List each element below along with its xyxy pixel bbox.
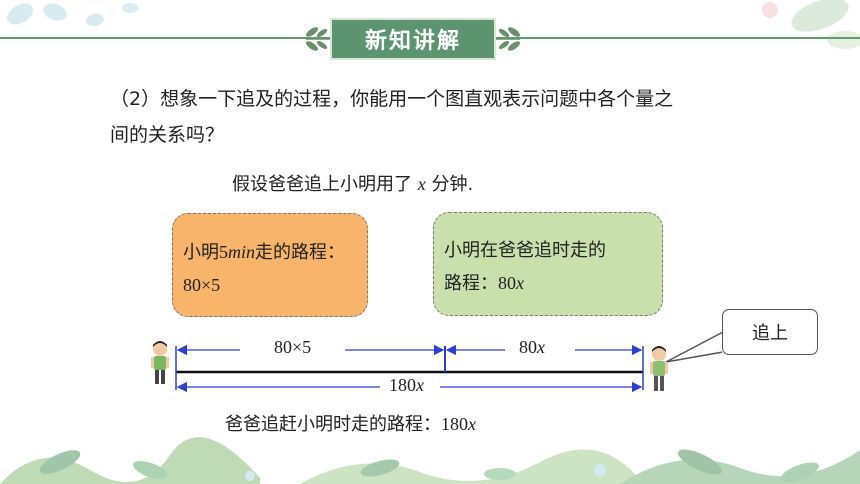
assumption-variable: x bbox=[417, 174, 426, 194]
question-line-2: 间的关系吗？ bbox=[110, 124, 225, 146]
box-left-line-1: 小明5min走的路程： bbox=[183, 242, 345, 263]
figure-baba-icon bbox=[650, 346, 668, 391]
father-distance-text: 爸爸追赶小明时走的路程：180x bbox=[225, 414, 476, 435]
title-banner: 新知讲解 bbox=[330, 18, 496, 60]
xiaoming-chase-distance-box: 小明在爸爸追时走的 路程：80x bbox=[433, 212, 663, 316]
catch-up-callout: 追上 bbox=[722, 309, 818, 355]
assumption-text: 假设爸爸追上小明用了 x 分钟. bbox=[232, 170, 473, 196]
box-right-line-1: 小明在爸爸追时走的 bbox=[444, 240, 606, 261]
leaf-ornament-icon bbox=[496, 27, 520, 51]
question-line-1: （2）想象一下追及的过程，你能用一个图直观表示问题中各个量之 bbox=[110, 88, 674, 110]
xiaoming-first-distance-box: 小明5min走的路程： 80×5 bbox=[172, 213, 368, 317]
page-title: 新知讲解 bbox=[364, 29, 461, 54]
segment-1-label: 80×5 bbox=[270, 337, 316, 358]
total-label: 180x bbox=[385, 375, 428, 396]
box-left-line-2: 80×5 bbox=[183, 275, 221, 295]
leaf-ornament-icon bbox=[306, 27, 330, 51]
segment-2-label: 80x bbox=[515, 337, 549, 358]
callout-text: 追上 bbox=[752, 323, 788, 344]
assumption-suffix: 分钟. bbox=[425, 174, 474, 195]
assumption-prefix: 假设爸爸追上小明用了 bbox=[232, 174, 418, 195]
box-right-line-2: 路程：80x bbox=[444, 273, 524, 294]
figure-xiaoming-icon bbox=[151, 341, 169, 384]
